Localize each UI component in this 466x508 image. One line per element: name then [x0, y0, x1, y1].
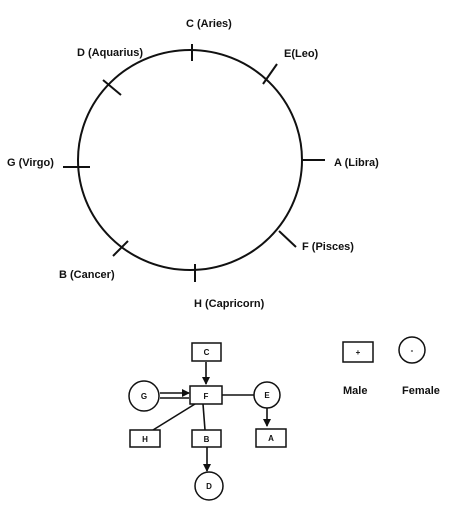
svg-text:H: H — [142, 435, 148, 444]
node-d: D — [194, 471, 224, 501]
node-g: G — [128, 380, 160, 412]
svg-text:C: C — [204, 348, 210, 357]
svg-text:B: B — [204, 435, 210, 444]
node-a: A — [255, 428, 287, 448]
male-symbol-box — [342, 341, 374, 363]
svg-text:E: E — [264, 391, 270, 400]
seat-label-top: C (Aries) — [186, 18, 232, 30]
male-label: Male — [343, 385, 367, 397]
svg-text:G: G — [141, 392, 147, 401]
seat-label-left: G (Virgo) — [7, 157, 54, 169]
family-tree: C F G E H B A D — [128, 342, 287, 501]
seat-label-top-left: D (Aquarius) — [77, 47, 143, 59]
seat-tick-top-left — [102, 79, 122, 96]
seat-label-right: A (Libra) — [334, 157, 379, 169]
node-h: H — [129, 429, 161, 448]
seat-tick-bottom-left — [112, 240, 129, 257]
edge-f-to-h — [152, 403, 196, 431]
seating-circle-group: C (Aries) E(Leo) A (Libra) F (Pisces) H … — [7, 18, 379, 310]
seat-tick-bottom-right — [278, 230, 297, 248]
svg-text:A: A — [268, 434, 274, 443]
seat-label-top-right: E(Leo) — [284, 48, 319, 60]
female-label: Female — [402, 385, 440, 397]
female-symbol: - — [411, 346, 414, 355]
svg-text:D: D — [206, 482, 212, 491]
seat-tick-top-right — [262, 63, 278, 85]
legend-male: + Male — [342, 341, 374, 397]
female-symbol-circle — [398, 336, 426, 364]
seat-label-bottom-left: B (Cancer) — [59, 269, 115, 281]
node-b: B — [191, 429, 222, 448]
seat-label-bottom: H (Capricorn) — [194, 298, 265, 310]
node-c: C — [191, 342, 222, 362]
legend-female: - Female — [398, 336, 440, 397]
edge-f-to-b — [202, 403, 206, 431]
legend: + Male - Female — [342, 336, 440, 397]
node-e: E — [253, 381, 281, 409]
svg-text:F: F — [204, 392, 209, 401]
seat-label-bottom-right: F (Pisces) — [302, 241, 354, 253]
seating-circle — [77, 49, 303, 271]
node-f: F — [189, 385, 223, 405]
male-symbol: + — [356, 348, 361, 357]
